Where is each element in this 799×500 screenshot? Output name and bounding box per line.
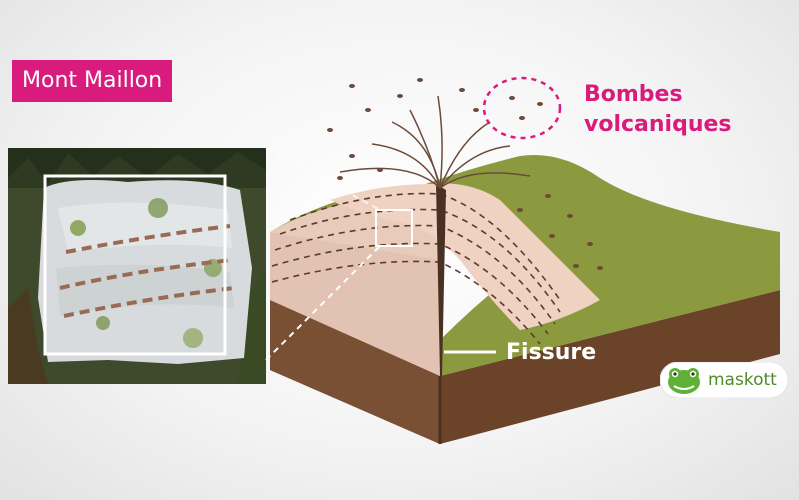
title-badge: Mont Maillon <box>12 60 173 102</box>
ash-layers-section <box>270 197 440 376</box>
rock-photo-illustration <box>8 148 266 384</box>
volcanic-bombs <box>327 78 603 270</box>
brand-name: maskott <box>708 370 777 390</box>
bombs-highlight-circle <box>482 76 562 140</box>
frog-icon <box>668 368 700 394</box>
eruption-plume <box>339 95 531 189</box>
zoom-square <box>375 209 413 247</box>
fissure <box>436 184 446 376</box>
fissure-label: Fissure <box>506 340 597 365</box>
soil-front-right <box>440 290 780 444</box>
rock-photo <box>8 148 266 384</box>
bombs-label: Bombes volcaniques <box>584 82 732 137</box>
zoom-frame <box>43 174 227 356</box>
maskott-logo <box>660 362 788 398</box>
